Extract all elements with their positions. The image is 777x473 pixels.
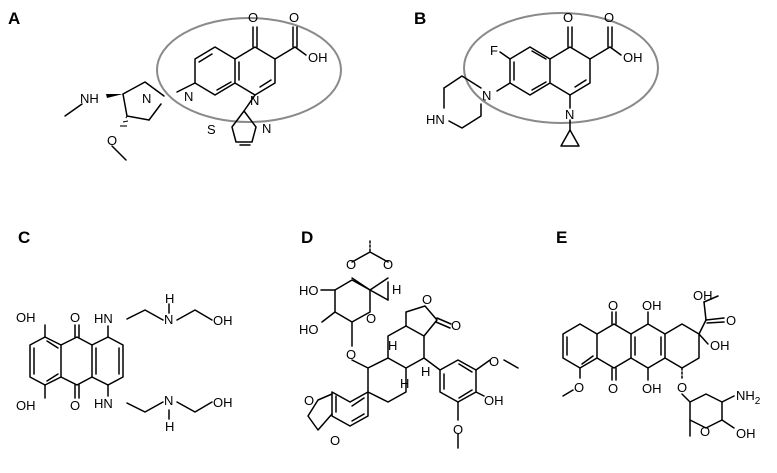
atom-b-o-acid: O bbox=[604, 10, 614, 25]
highlight-ellipse-a bbox=[156, 17, 342, 123]
molecule-e-bonds bbox=[562, 295, 735, 437]
panel-c: C bbox=[16, 228, 233, 434]
atom-a-n-ring: N bbox=[184, 89, 193, 104]
atom-d-ho2: HO bbox=[299, 322, 319, 337]
atom-e-o-keto: O bbox=[726, 313, 736, 328]
panel-label-b: B bbox=[414, 9, 426, 28]
atom-b-n1: N bbox=[565, 107, 574, 122]
atom-a-nh: NH bbox=[80, 91, 99, 106]
atom-e-o-carbonyl: O bbox=[608, 298, 618, 313]
atom-d-h4: H bbox=[400, 376, 409, 391]
atom-b-f: F bbox=[490, 43, 498, 58]
atom-c-o-bottom: O bbox=[70, 398, 80, 413]
panel-b: B bbox=[414, 9, 659, 147]
atom-a-o-ketone: O bbox=[248, 10, 258, 25]
atom-a-o-methoxy: O bbox=[107, 133, 117, 148]
atom-a-oh: OH bbox=[308, 50, 328, 65]
atom-a-o-acid: O bbox=[289, 10, 299, 25]
atom-b-o-ketone: O bbox=[563, 10, 573, 25]
atom-d-o-ome1: O bbox=[489, 354, 499, 369]
highlight-ellipse-b bbox=[463, 12, 659, 124]
atom-b-oh: OH bbox=[623, 50, 643, 65]
atom-e-nh2: NH2 bbox=[736, 388, 761, 407]
atom-e-o-bottom: O bbox=[608, 381, 618, 396]
panel-a: A bbox=[8, 9, 342, 161]
atom-d-o1: O bbox=[346, 257, 356, 272]
atom-c-n-bottom: N bbox=[164, 393, 173, 408]
atom-c-oh-chain-bottom: OH bbox=[213, 395, 233, 410]
molecule-c-bonds bbox=[29, 303, 213, 420]
panel-d: D bbox=[299, 228, 519, 449]
atom-e-oh-sugar: OH bbox=[736, 426, 756, 441]
atom-e-oh-ring: OH bbox=[642, 298, 662, 313]
panel-e: E bbox=[556, 228, 761, 441]
atom-a-n-pyrrolidine: N bbox=[142, 91, 151, 106]
atom-c-oh-bottom: OH bbox=[16, 398, 36, 413]
atom-c-h-top: H bbox=[165, 291, 174, 306]
atom-c-oh-chain-top: OH bbox=[213, 313, 233, 328]
atom-e-oh-bottom: OH bbox=[642, 381, 662, 396]
atom-b-n-pip: N bbox=[482, 88, 491, 103]
atom-d-o-diox1: O bbox=[304, 393, 314, 408]
atom-c-n-top: N bbox=[164, 312, 173, 327]
atom-e-oh-top: OH bbox=[693, 288, 713, 303]
atom-c-hn-bottom: HN bbox=[94, 396, 113, 411]
panel-label-c: C bbox=[18, 228, 30, 247]
atom-e-o-sugar: O bbox=[700, 424, 710, 439]
atom-d-o3: O bbox=[366, 311, 376, 326]
atom-c-o-top: O bbox=[70, 310, 80, 325]
atom-d-ho: HO bbox=[299, 283, 319, 298]
atom-d-o2: O bbox=[383, 257, 393, 272]
molecule-a-bonds bbox=[64, 26, 307, 161]
atom-d-o-diox2: O bbox=[330, 433, 340, 448]
atom-c-h-bottom: H bbox=[165, 419, 174, 434]
atom-c-oh-top: OH bbox=[16, 310, 36, 325]
atom-e-o-ome: O bbox=[574, 380, 584, 395]
atom-d-o-carbonyl: O bbox=[451, 318, 461, 333]
atom-d-h2: H bbox=[388, 338, 397, 353]
atom-a-n-thiazole: N bbox=[262, 121, 271, 136]
atom-d-o4: O bbox=[346, 347, 356, 362]
atom-d-o-ome2: O bbox=[453, 422, 463, 437]
atom-a-n1: N bbox=[250, 93, 259, 108]
molecule-d-bonds bbox=[307, 240, 519, 449]
atom-d-h1: H bbox=[392, 282, 401, 297]
atom-a-s: S bbox=[207, 122, 216, 137]
panel-label-d: D bbox=[301, 228, 313, 247]
molecule-b-bonds bbox=[443, 26, 622, 147]
panel-label-e: E bbox=[556, 228, 567, 247]
atom-d-o-lactone: O bbox=[422, 292, 432, 307]
atom-d-oh: OH bbox=[484, 393, 504, 408]
panel-label-a: A bbox=[8, 9, 20, 28]
atom-c-hn-top: HN bbox=[94, 311, 113, 326]
atom-d-h3: H bbox=[421, 364, 430, 379]
atom-e-oh-side: OH bbox=[710, 338, 730, 353]
atom-e-o-glyc: O bbox=[677, 380, 687, 395]
atom-b-hn: HN bbox=[426, 112, 445, 127]
